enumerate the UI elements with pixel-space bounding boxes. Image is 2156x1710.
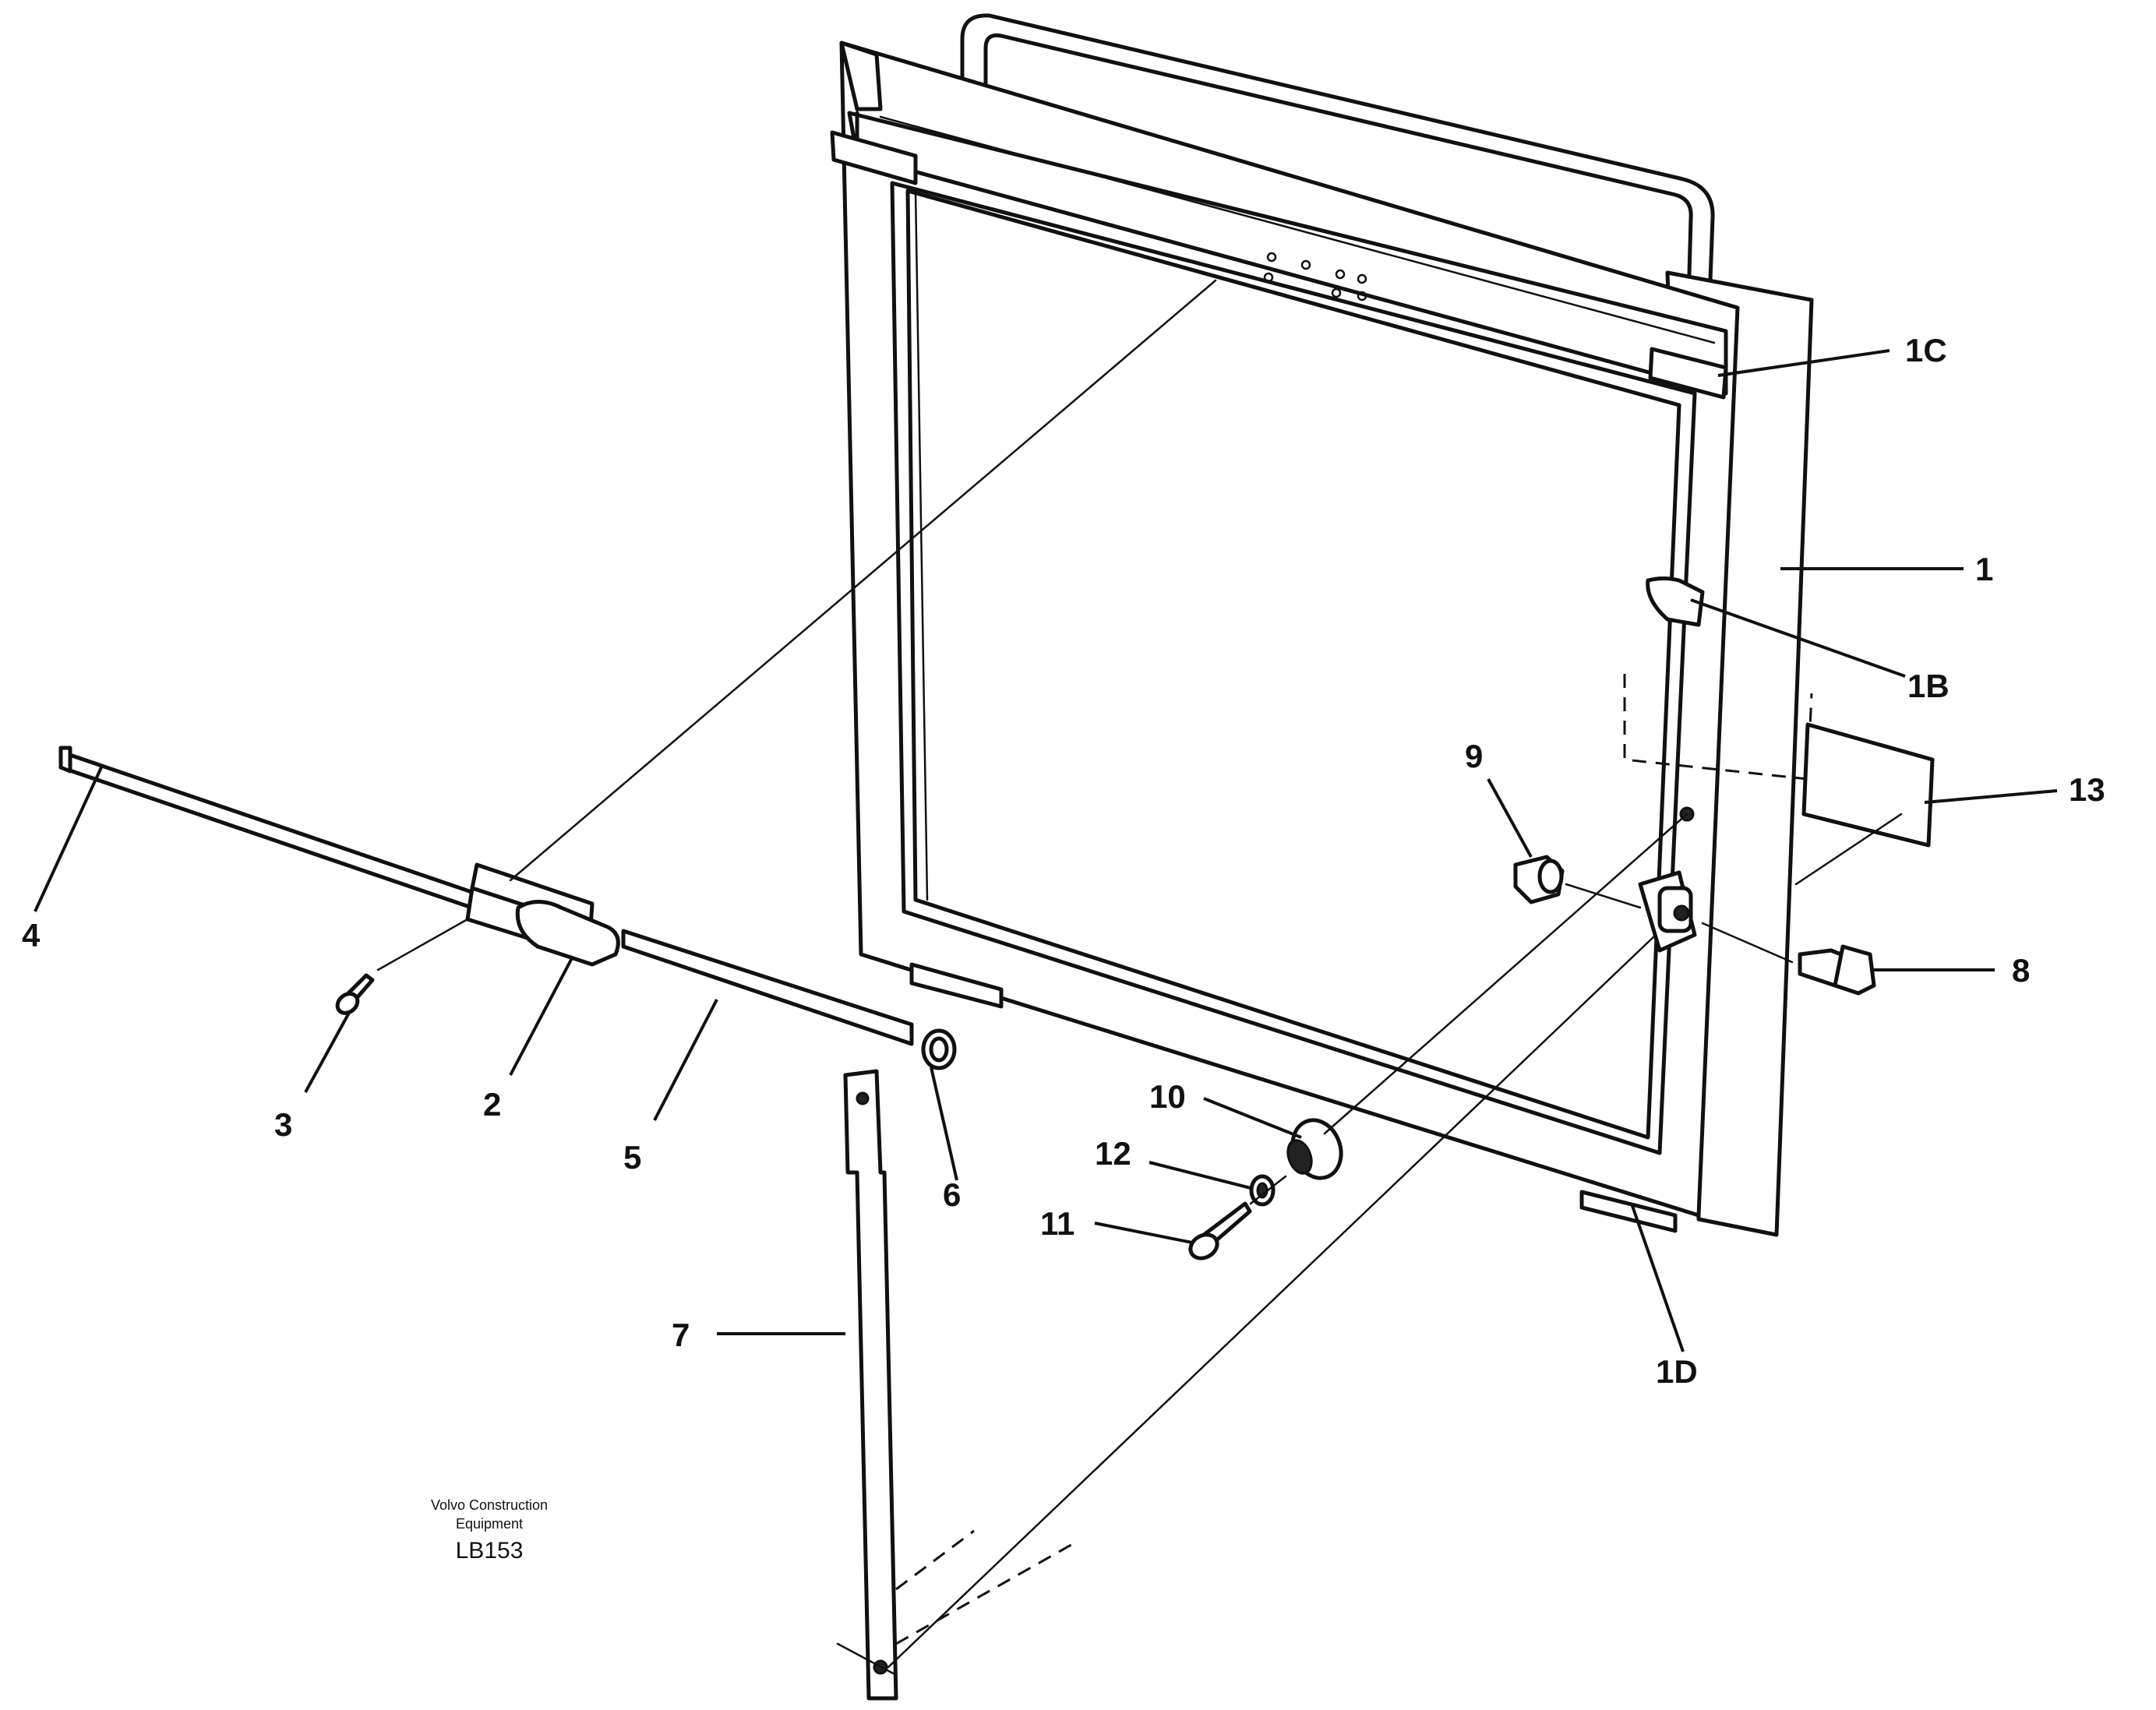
- footer: Volvo Construction Equipment LB153: [431, 1497, 548, 1564]
- callout-11: 11: [1040, 1205, 1074, 1242]
- footer-company-line2: Equipment: [456, 1516, 523, 1532]
- callout-1: 1: [1975, 551, 1993, 587]
- footer-code: LB153: [456, 1538, 524, 1564]
- callout-9: 9: [1465, 738, 1483, 774]
- clip-1c: [1648, 347, 1728, 400]
- callout-5: 5: [623, 1139, 641, 1176]
- callout-13: 13: [2069, 771, 2105, 808]
- stay-rod-7: [836, 1069, 1076, 1701]
- callout-12: 12: [1095, 1135, 1131, 1172]
- slide-2: [465, 862, 620, 967]
- footer-company-line1: Volvo Construction: [431, 1497, 548, 1513]
- screw-3: [335, 973, 375, 1015]
- bracket-13: [1623, 674, 1935, 886]
- callouts: 1C 1 1B 13 8 9 10 12 11 1D 4 3 2 5 6 7: [22, 332, 2105, 1390]
- callout-1b: 1B: [1907, 668, 1950, 704]
- bolt-8: [1798, 944, 1876, 996]
- callout-1d: 1D: [1656, 1353, 1698, 1390]
- ring-6: [921, 1028, 957, 1070]
- callout-2: 2: [483, 1086, 501, 1123]
- top-handle: [960, 13, 1715, 283]
- callout-6: 6: [943, 1176, 961, 1213]
- clip-1b: [1646, 576, 1705, 627]
- callout-4: 4: [22, 917, 41, 954]
- pivot-bracket: [1638, 870, 1697, 953]
- callout-8: 8: [2012, 952, 2030, 989]
- callout-1c: 1C: [1905, 332, 1947, 368]
- assembly-lines: [376, 279, 1794, 1669]
- callout-10: 10: [1149, 1078, 1186, 1115]
- bar-5: [621, 929, 914, 1046]
- bottom-tab-left: [909, 962, 1004, 1009]
- callout-7: 7: [672, 1317, 690, 1353]
- nut-9: [1513, 855, 1565, 904]
- bottom-tab-1d: [1579, 1190, 1678, 1233]
- window-frame: [830, 41, 1814, 1237]
- spacer-10: [1286, 1118, 1343, 1180]
- leader-lines: [34, 349, 2058, 1352]
- callout-3: 3: [274, 1106, 292, 1143]
- screw-11: [1188, 1201, 1252, 1260]
- bar-4: [58, 746, 485, 914]
- top-rail-holes: [1263, 252, 1367, 301]
